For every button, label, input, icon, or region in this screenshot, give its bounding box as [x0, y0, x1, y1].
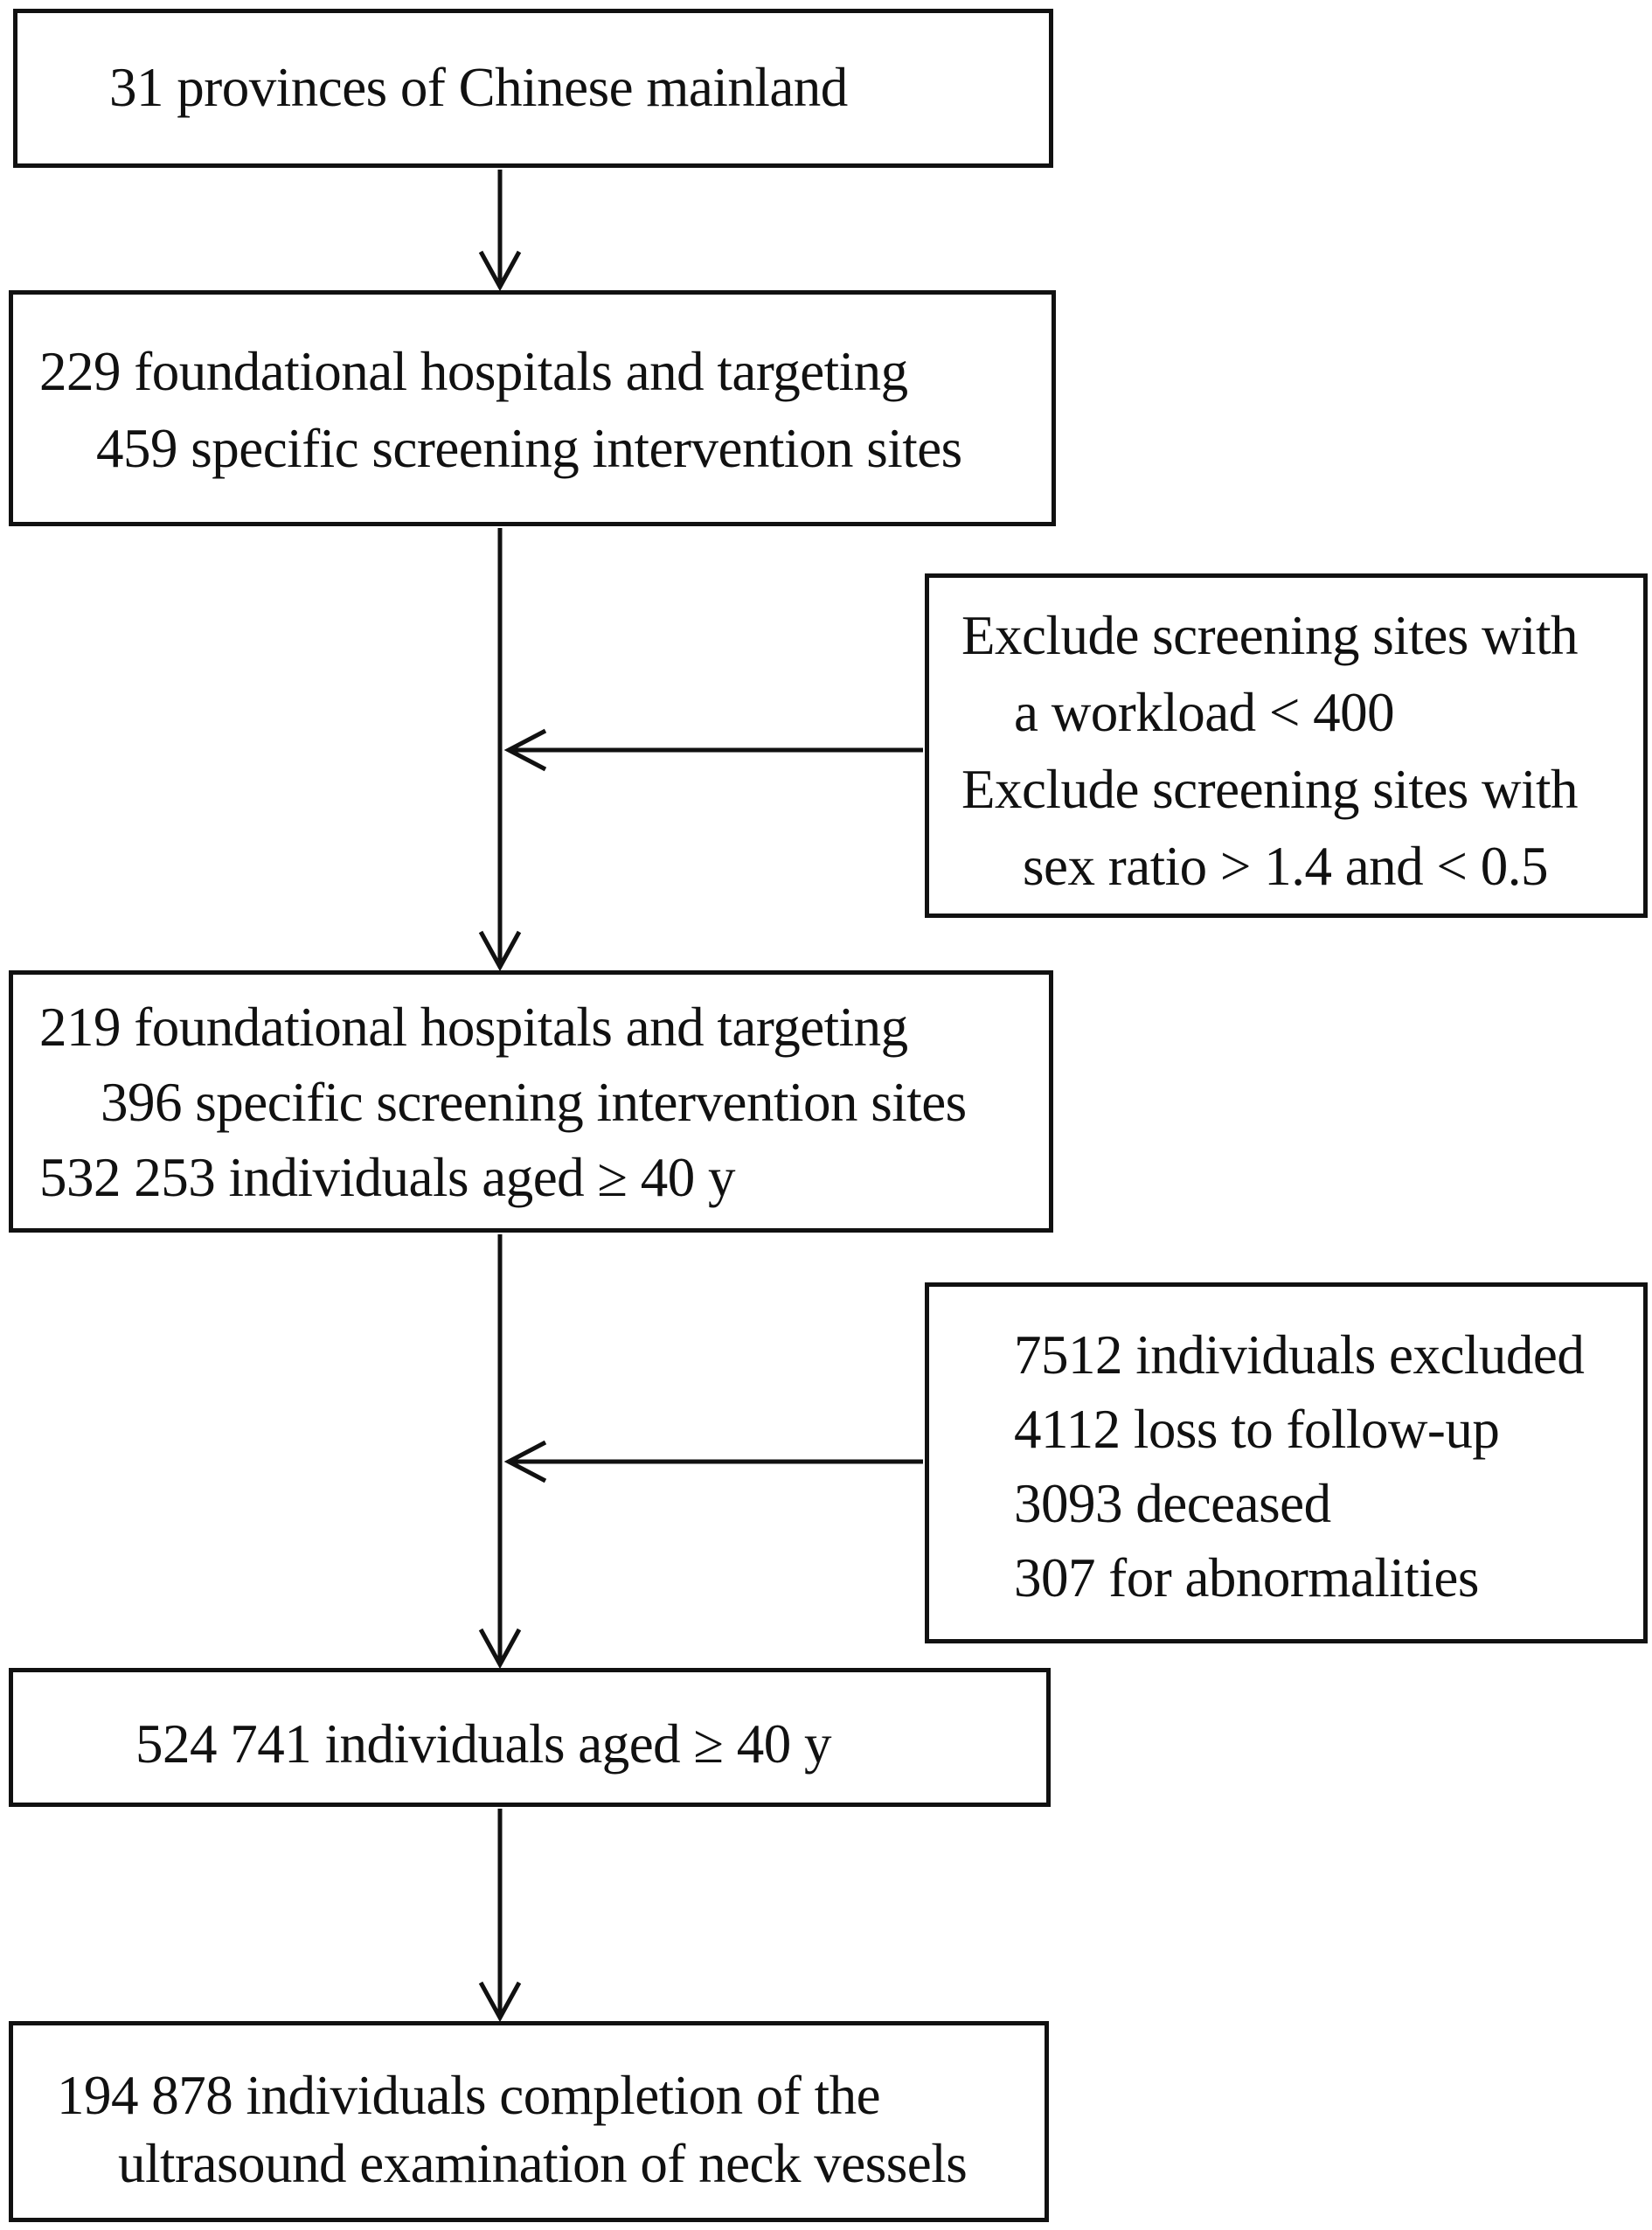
box-exclude-sites-line-1: Exclude screening sites with [961, 605, 1579, 666]
arrow-exclude-sites-to-flow [503, 728, 923, 772]
box-hospitals-219-line-3: 532 253 individuals aged ≥ 40 y [39, 1147, 736, 1208]
box-exclude-individuals: 7512 individuals excluded 4112 loss to f… [925, 1282, 1648, 1643]
box-exclude-individuals-line-4: 307 for abnormalities [1014, 1547, 1479, 1608]
box-hospitals-229-line-1: 229 foundational hospitals and targeting [39, 341, 908, 402]
box-exclude-sites-line-2: a workload < 400 [1014, 682, 1395, 743]
box-hospitals-219-line-1: 219 foundational hospitals and targeting [39, 997, 908, 1058]
box-ultrasound-line-1: 194 878 individuals completion of the [57, 2065, 881, 2126]
box-hospitals-229-line-2: 459 specific screening intervention site… [96, 418, 962, 479]
box-individuals-524741: 524 741 individuals aged ≥ 40 y [9, 1668, 1051, 1807]
arrow-exclude-individuals-to-flow [503, 1440, 923, 1483]
box-exclude-individuals-line-1: 7512 individuals excluded [1014, 1324, 1585, 1386]
box-exclude-sites: Exclude screening sites with a workload … [925, 573, 1648, 918]
arrow-524741-to-ultrasound [478, 1809, 522, 2023]
box-exclude-individuals-line-3: 3093 deceased [1014, 1473, 1331, 1534]
box-hospitals-229: 229 foundational hospitals and targeting… [9, 290, 1056, 526]
box-hospitals-219-line-2: 396 specific screening intervention site… [101, 1072, 967, 1133]
box-provinces-line: 31 provinces of Chinese mainland [109, 57, 848, 118]
box-exclude-sites-line-3: Exclude screening sites with [961, 759, 1579, 820]
box-hospitals-219: 219 foundational hospitals and targeting… [9, 970, 1053, 1233]
box-individuals-524741-line: 524 741 individuals aged ≥ 40 y [135, 1713, 832, 1775]
arrow-hospitals229-to-hospitals219 [478, 528, 522, 972]
box-exclude-sites-line-4: sex ratio > 1.4 and < 0.5 [1023, 836, 1548, 897]
box-ultrasound-line-2: ultrasound examination of neck vessels [118, 2133, 968, 2194]
arrow-hospitals219-to-524741 [478, 1234, 522, 1670]
box-exclude-individuals-line-2: 4112 loss to follow-up [1014, 1399, 1500, 1460]
arrow-provinces-to-hospitals229 [478, 170, 522, 292]
box-provinces: 31 provinces of Chinese mainland [13, 9, 1053, 168]
box-ultrasound: 194 878 individuals completion of the ul… [9, 2021, 1049, 2222]
